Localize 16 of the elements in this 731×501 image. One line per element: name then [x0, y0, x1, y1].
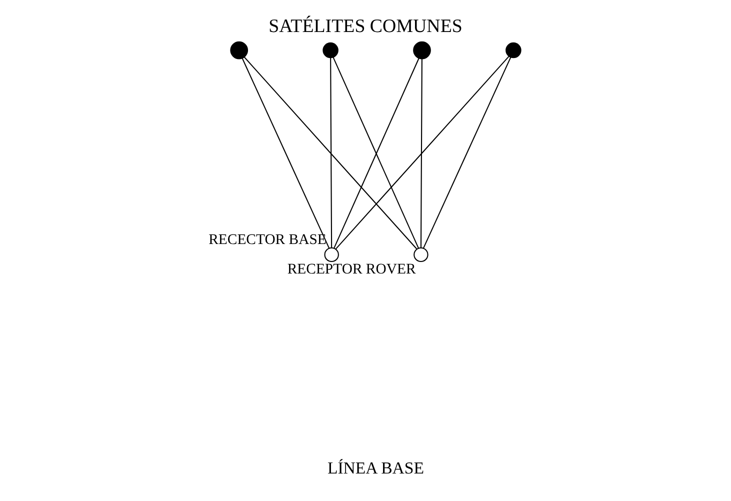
- node-circle: [322, 42, 338, 58]
- node-label: RECEPTOR ROVER: [287, 261, 416, 278]
- connector: [420, 59, 422, 248]
- node-circle: [230, 41, 248, 60]
- node-circle: [506, 42, 522, 58]
- connector: [335, 56, 510, 250]
- node-circle: [324, 247, 339, 262]
- connector: [242, 58, 330, 249]
- diagram-title: SATÉLITES COMUNES: [268, 16, 462, 37]
- connector: [422, 56, 512, 248]
- node-label: RECECTOR BASE: [208, 232, 326, 248]
- node-circle: [413, 41, 431, 60]
- connector: [244, 56, 418, 250]
- node-circle: [414, 247, 428, 262]
- label: LÍNEA BASE: [327, 458, 424, 478]
- connector: [330, 58, 332, 248]
